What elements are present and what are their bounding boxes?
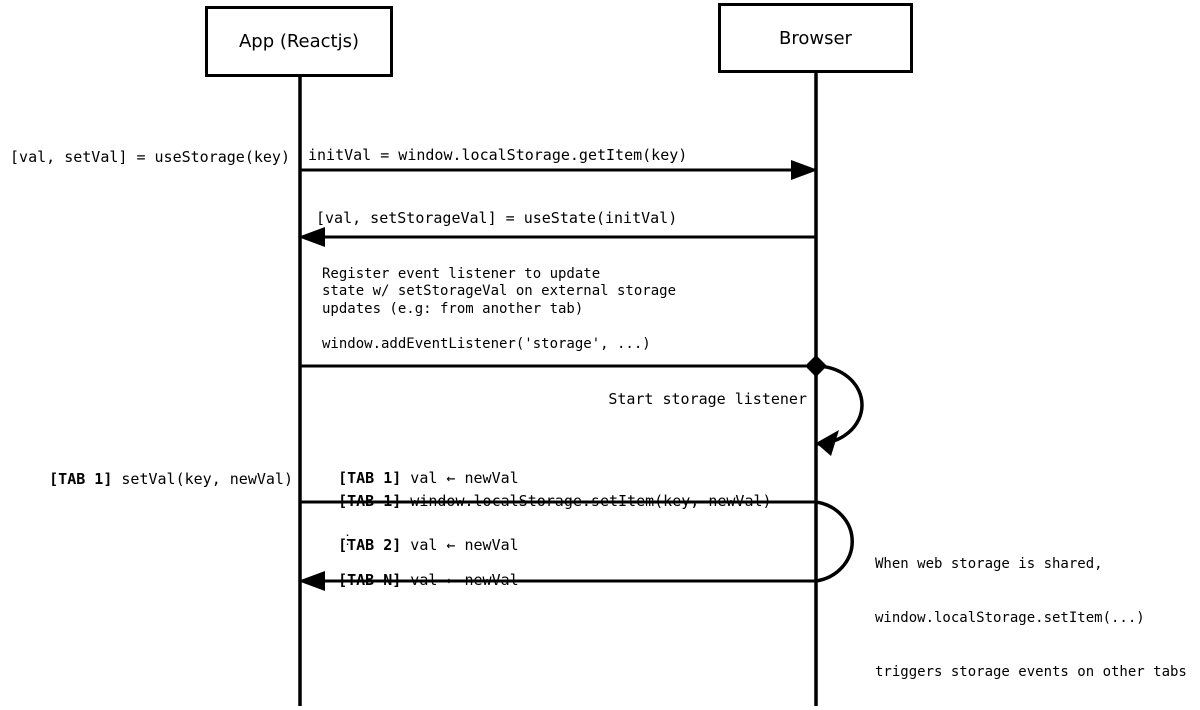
loop-start-listener-arc: [815, 364, 864, 446]
message-tab1-setitem-text: window.localStorage.setItem(key, newVal): [401, 492, 772, 510]
message-tab2-val-prefix: [TAB 2]: [338, 536, 402, 554]
message-tabn-val-text: val ← newVal: [401, 571, 519, 589]
loop-start-listener-head-icon: [816, 430, 839, 456]
arrow-getitem-head-icon: [791, 160, 818, 180]
loop-storage-events-arc: [815, 500, 854, 583]
arrow-tabs-head-icon: [298, 571, 325, 591]
message-usestate-label: [val, setStorageVal] = useState(initVal): [316, 209, 678, 227]
actor-browser-label: Browser: [779, 27, 852, 49]
message-tabn-val-prefix: [TAB N]: [338, 571, 402, 589]
side-note-line3: triggers storage events on other tabs: [875, 664, 1187, 680]
message-getitem-label: initVal = window.localStorage.getItem(ke…: [308, 146, 688, 164]
register-note-line1: Register event listener to update: [322, 266, 601, 282]
message-tab1-setitem-label: [TAB 1] window.localStorage.setItem(key,…: [320, 474, 772, 510]
ellipsis-icon: ⋮: [341, 533, 354, 548]
actor-app-label: App (Reactjs): [238, 31, 360, 52]
message-tab1-val-label: [TAB 1] val ← newVal: [320, 451, 519, 487]
arrow-usestate-head-icon: [298, 227, 325, 247]
side-note-line1: When web storage is shared,: [875, 556, 1103, 572]
message-tab2-val-text: val ← newVal: [401, 536, 519, 554]
message-tab1-val-text: val ← newVal: [401, 469, 519, 487]
message-tabn-val-label: [TAB N] val ← newVal: [320, 553, 519, 589]
note-usestorage: [val, setVal] = useStorage(key): [10, 148, 290, 166]
register-note-code: window.addEventListener('storage', ...): [322, 336, 651, 352]
side-note: When web storage is shared, window.local…: [875, 519, 1187, 699]
actor-browser-box: Browser: [718, 3, 913, 73]
register-note-line2: state w/ setStorageVal on external stora…: [322, 283, 677, 299]
note-tab1-setval-prefix: [TAB 1]: [49, 470, 113, 488]
message-tab1-setitem-prefix: [TAB 1]: [338, 492, 402, 510]
message-tab2-val-label: [TAB 2] val ← newVal: [320, 518, 519, 554]
note-tab1-setval-text: setVal(key, newVal): [112, 470, 293, 488]
message-start-listener-label: Start storage listener: [608, 390, 807, 408]
actor-app-box: App (Reactjs): [205, 6, 393, 77]
note-tab1-setval: [TAB 1] setVal(key, newVal): [0, 452, 293, 488]
register-note-line3: updates (e.g: from another tab): [322, 301, 584, 317]
message-tab1-val-prefix: [TAB 1]: [338, 469, 402, 487]
side-note-line2: window.localStorage.setItem(...): [875, 610, 1145, 626]
